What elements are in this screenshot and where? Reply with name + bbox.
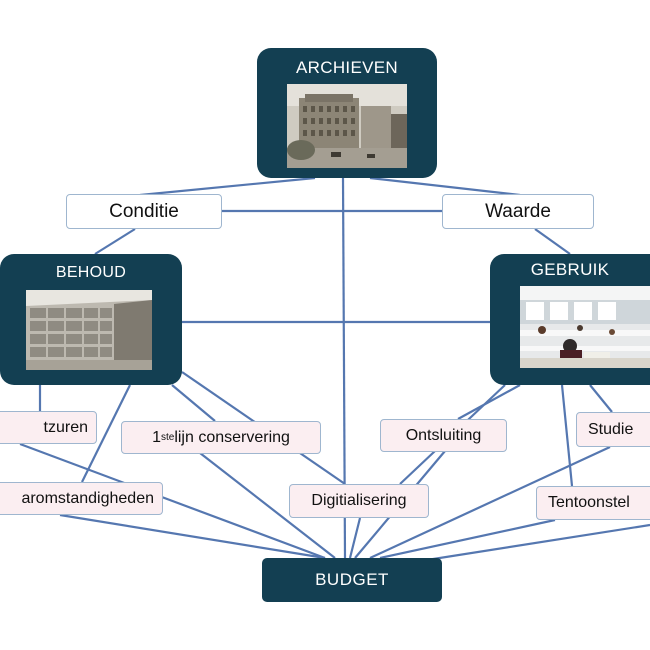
gebruik-box: GEBRUIK — [490, 254, 650, 385]
waarde-label: Waarde — [442, 194, 594, 229]
line-studie-budget — [369, 446, 611, 559]
archive-shelves-svg — [26, 290, 152, 370]
behoud-box: BEHOUD — [0, 254, 182, 385]
archive-shelves-photo — [26, 290, 152, 370]
conservering-ordinal: 1 — [152, 428, 161, 446]
line-tentoonstelling-budget — [379, 518, 556, 560]
budget-box: BUDGET — [262, 558, 442, 602]
line-gebruik-studie — [589, 384, 613, 413]
line-gebruik-ontsluiting — [457, 384, 521, 420]
budget-title: BUDGET — [315, 570, 389, 589]
reading-room-svg — [520, 286, 650, 368]
digitalisering-label: Digitialisering — [289, 484, 429, 518]
conditie-label: Conditie — [66, 194, 222, 229]
building-photo — [287, 84, 407, 168]
zuren-label: tzuren — [0, 411, 97, 444]
line-archieven-conditie — [139, 176, 316, 197]
line-digitalisering-budget — [348, 517, 362, 559]
ontsluiting-label: Ontsluiting — [380, 419, 507, 452]
line-conservering-budget — [199, 452, 336, 559]
building-photo-svg — [287, 84, 407, 168]
reading-room-photo — [520, 286, 650, 368]
studie-label: Studie — [576, 412, 650, 447]
gebruik-title: GEBRUIK — [530, 260, 610, 279]
conservering-rest: lijn conservering — [174, 428, 290, 446]
archieven-box: ARCHIEVEN — [257, 48, 437, 178]
line-conditie-behoud — [94, 228, 136, 255]
archieven-title: ARCHIEVEN — [296, 58, 398, 77]
behoud-title: BEHOUD — [55, 264, 127, 281]
line-waarde-gebruik — [534, 228, 571, 255]
line-archieven-waarde — [369, 176, 521, 197]
conservering-sup: ste — [160, 432, 175, 443]
line-omstandigheden-budget — [59, 513, 326, 560]
line-behoud-conservering — [171, 384, 216, 422]
tentoonstelling-label: Tentoonstel — [536, 486, 650, 520]
line-gebruik-tentoonstelling — [560, 384, 574, 487]
line-zuren-budget — [19, 442, 326, 560]
line-behoud-omstandigheden — [81, 384, 131, 483]
omstandigheden-label: aromstandigheden — [0, 482, 163, 515]
